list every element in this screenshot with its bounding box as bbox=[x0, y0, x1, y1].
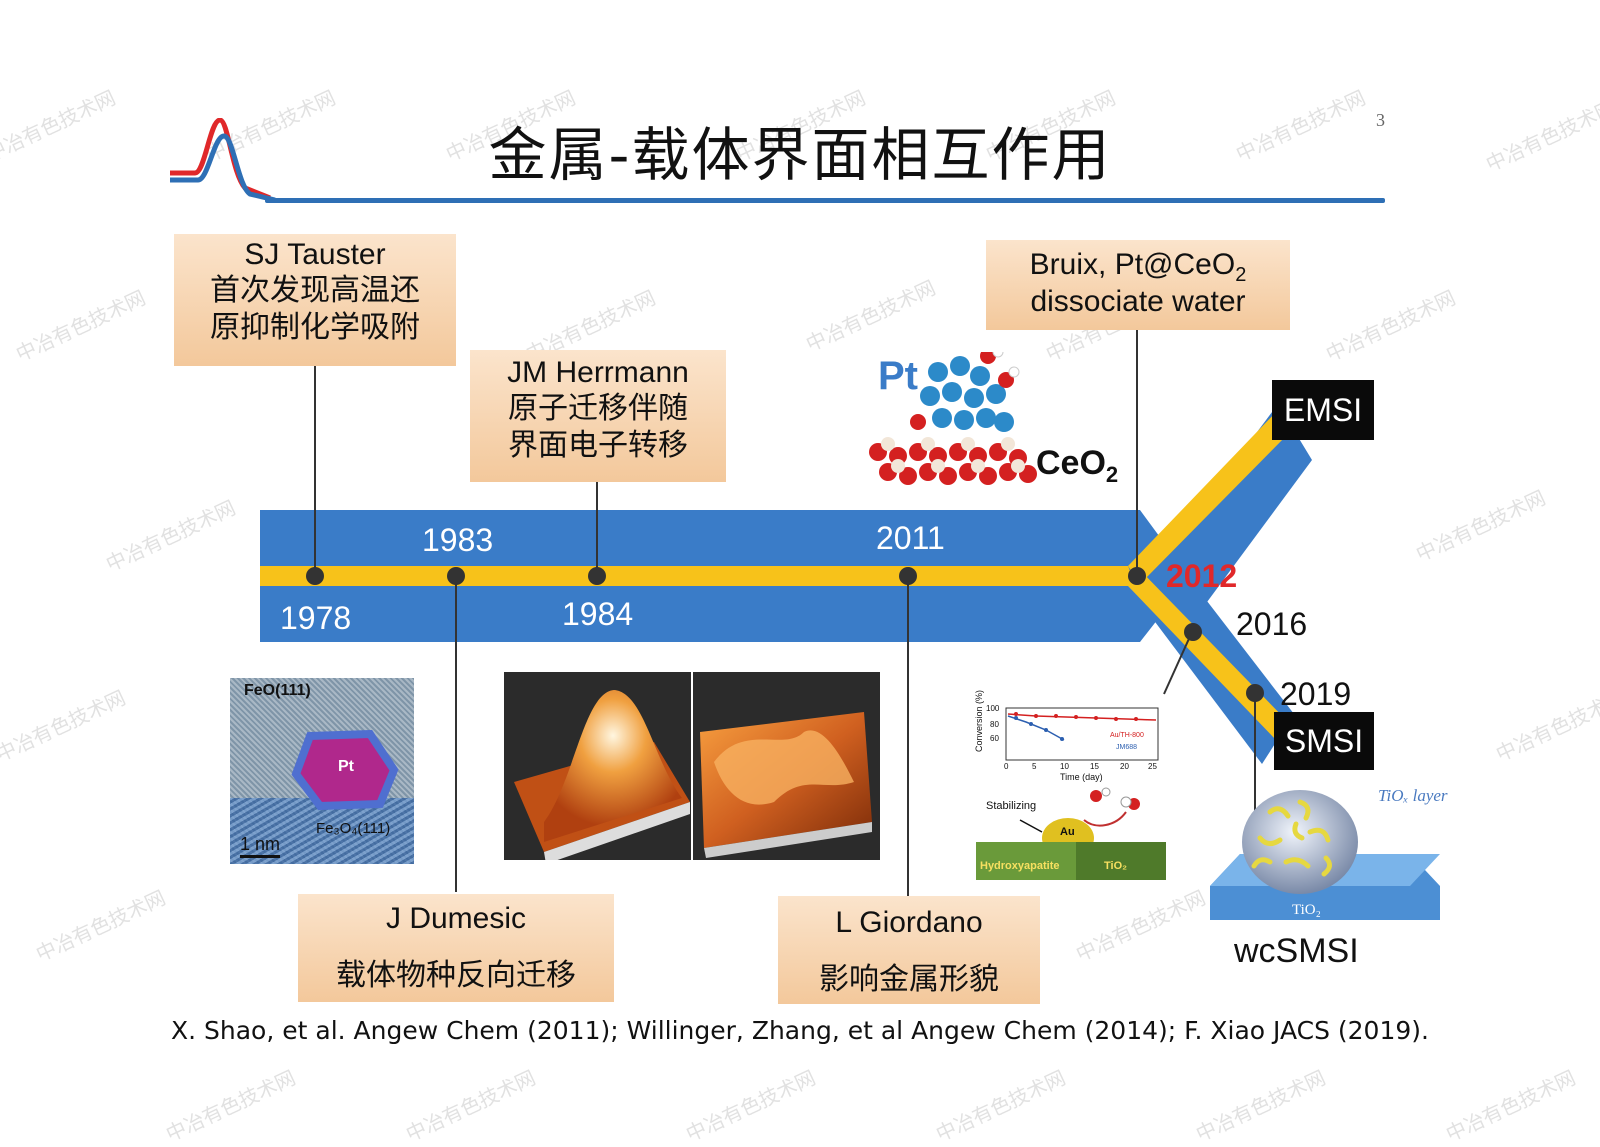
event-author: SJ Tauster bbox=[244, 238, 386, 271]
ceo2-text: CeO bbox=[1036, 444, 1106, 482]
stm-images bbox=[504, 672, 880, 864]
emsi-tag: EMSI bbox=[1272, 380, 1374, 440]
event-author: L Giordano bbox=[835, 906, 983, 939]
footer-citation: X. Shao, et al. Angew Chem (2011); Willi… bbox=[171, 1016, 1429, 1045]
year-2019: 2019 bbox=[1280, 676, 1352, 712]
peak-logo-icon bbox=[170, 118, 276, 203]
event-box-bruix: Bruix, Pt@CeO2 dissociate water bbox=[986, 240, 1290, 330]
x-tick: 15 bbox=[1090, 762, 1099, 771]
event-box-herrmann: JM Herrmann 原子迁移伴随 界面电子转移 bbox=[470, 350, 726, 482]
wcsmsi-illustration: TiOₓ layer TiO₂ bbox=[1200, 782, 1452, 930]
stability-plot bbox=[976, 707, 1166, 880]
event-desc: 界面电子转移 bbox=[508, 428, 688, 463]
timeline-dot-2011 bbox=[899, 567, 917, 585]
connector-line bbox=[1163, 631, 1193, 695]
tio2-base-label: TiO₂ bbox=[1292, 902, 1321, 918]
y-tick: 100 bbox=[986, 704, 1000, 713]
hydroxyapatite-label: Hydroxyapatite bbox=[980, 860, 1060, 872]
wcsmsi-label: wcSMSI bbox=[1234, 932, 1359, 970]
timeline-dot-2019 bbox=[1246, 684, 1264, 702]
event-author: JM Herrmann bbox=[507, 356, 689, 389]
smsi-tag: SMSI bbox=[1274, 712, 1374, 770]
event-box-giordano: L Giordano 影响金属形貌 bbox=[778, 896, 1040, 1004]
y-tick: 60 bbox=[990, 734, 999, 743]
timeline-dot-1983 bbox=[447, 567, 465, 585]
event-author-text: Bruix, Pt@CeO bbox=[1029, 248, 1236, 281]
connector-line bbox=[314, 366, 316, 576]
au-label: Au bbox=[1060, 826, 1075, 838]
year-2012: 2012 bbox=[1166, 558, 1238, 594]
event-desc: 载体物种反向迁移 bbox=[336, 958, 576, 993]
event-desc: 原抑制化学吸附 bbox=[210, 310, 420, 345]
tio2-label: TiO₂ bbox=[1104, 860, 1128, 872]
legend-item: Au/TH-800 bbox=[1110, 732, 1144, 739]
molecular-model-icon bbox=[869, 352, 1037, 485]
encapsulated-particle-icon bbox=[1210, 790, 1440, 920]
event-desc: 首次发现高温还 bbox=[210, 273, 420, 308]
connector-line bbox=[1136, 330, 1138, 576]
timeline-dot-2016 bbox=[1184, 623, 1202, 641]
tiox-layer-label: TiOₓ layer bbox=[1378, 786, 1448, 805]
year-2011: 2011 bbox=[876, 520, 945, 556]
y-tick: 80 bbox=[990, 720, 999, 729]
event-box-dumesic: J Dumesic 载体物种反向迁移 bbox=[298, 894, 614, 1002]
event-author: J Dumesic bbox=[385, 902, 527, 935]
stabilizing-label: Stabilizing bbox=[986, 800, 1037, 812]
event-desc: dissociate water bbox=[1030, 285, 1246, 318]
x-tick: 10 bbox=[1060, 762, 1069, 771]
year-1984: 1984 bbox=[562, 596, 634, 632]
x-tick: 20 bbox=[1120, 762, 1129, 771]
plot-x-axis-label: Time (day) bbox=[1060, 772, 1103, 782]
page-number: 3 bbox=[1376, 110, 1385, 130]
scale-bar: 1 nm bbox=[240, 834, 281, 858]
connector-line bbox=[455, 576, 457, 892]
event-desc: 原子迁移伴随 bbox=[508, 391, 688, 426]
event-box-tauster: SJ Tauster 首次发现高温还 原抑制化学吸附 bbox=[174, 234, 456, 366]
subscript: 2 bbox=[1235, 264, 1247, 286]
au-stability-figure: Conversion (%) 100 80 60 0 5 10 15 20 25… bbox=[974, 690, 1166, 880]
pt-ceo2-model: Pt CeO2 bbox=[868, 352, 1128, 492]
tem-label-center: Pt bbox=[338, 758, 354, 775]
connector-line bbox=[596, 482, 598, 576]
timeline-dot-2012 bbox=[1128, 567, 1146, 585]
page-title: 金属-载体界面相互作用 bbox=[488, 121, 1112, 189]
x-tick: 0 bbox=[1004, 762, 1009, 771]
tem-label-top: FeO(111) bbox=[244, 682, 311, 699]
plot-y-axis-label: Conversion (%) bbox=[974, 689, 984, 752]
connector-line bbox=[1254, 692, 1256, 816]
pt-particle-icon bbox=[291, 730, 399, 810]
x-tick: 25 bbox=[1148, 762, 1157, 771]
connector-line bbox=[907, 576, 909, 896]
year-2016: 2016 bbox=[1236, 606, 1308, 642]
year-1983: 1983 bbox=[422, 522, 494, 558]
timeline-dot-1978 bbox=[306, 567, 324, 585]
tem-label-bottom: Fe₃O₄(111) bbox=[316, 820, 391, 837]
year-1978: 1978 bbox=[280, 600, 352, 636]
stm-surface-icon bbox=[514, 672, 872, 864]
subscript: 2 bbox=[1105, 461, 1119, 487]
event-desc: 影响金属形貌 bbox=[819, 962, 999, 997]
ceo2-label: CeO2 bbox=[1036, 444, 1118, 488]
pt-label: Pt bbox=[878, 354, 918, 398]
header-divider bbox=[265, 198, 1385, 203]
tem-image: FeO(111) Pt Fe₃O₄(111) 1 nm bbox=[230, 678, 414, 864]
event-author: Bruix, Pt@CeO2 bbox=[986, 248, 1290, 287]
x-tick: 5 bbox=[1032, 762, 1037, 771]
timeline-dot-1984 bbox=[588, 567, 606, 585]
legend-item: JM688 bbox=[1116, 744, 1138, 751]
